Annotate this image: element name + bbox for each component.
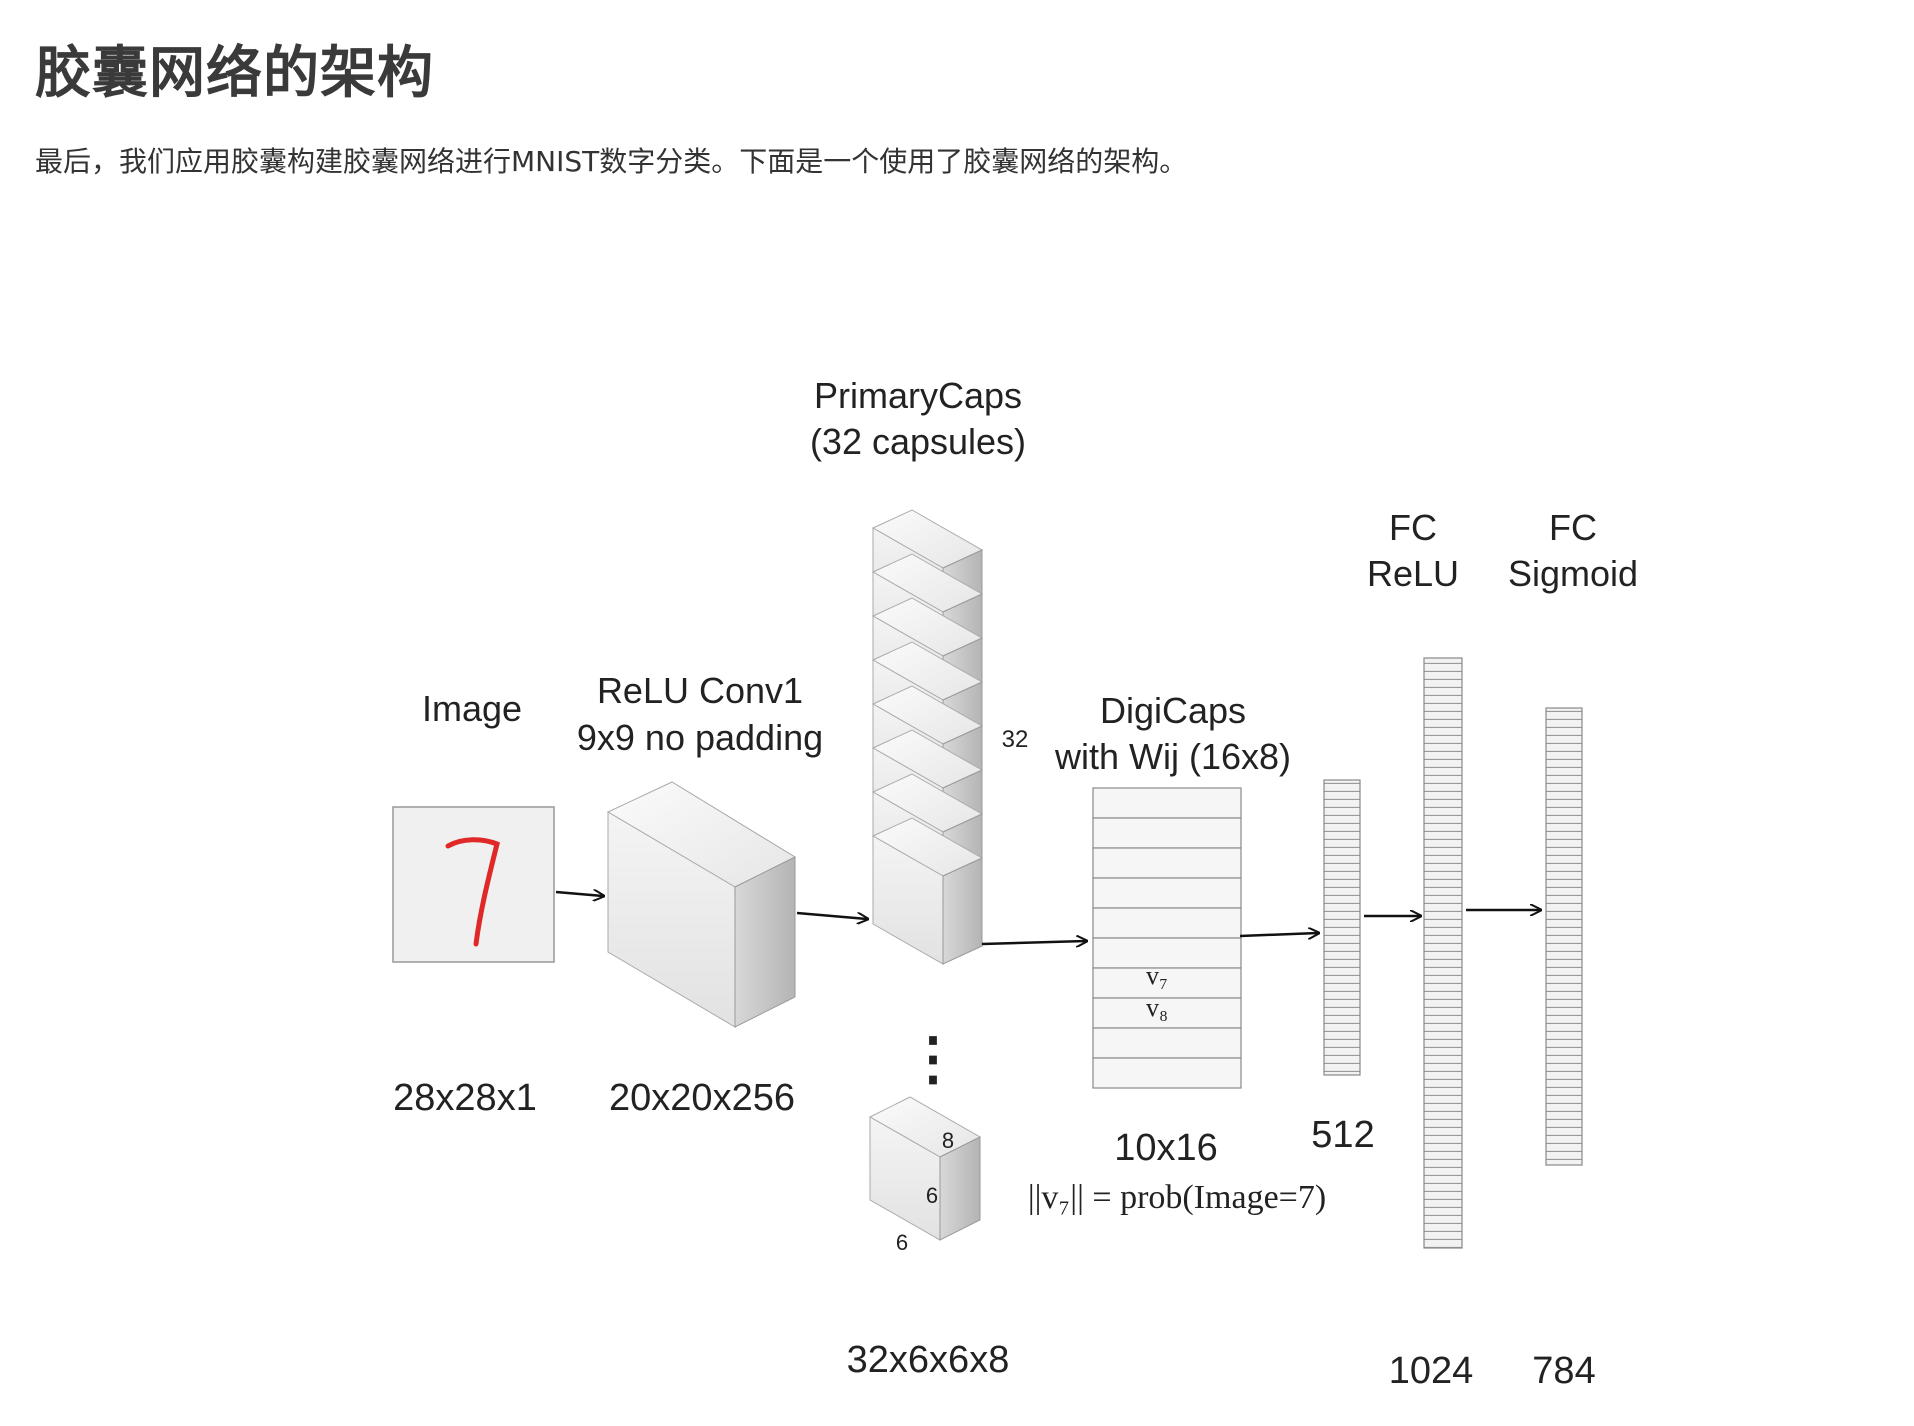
digicaps-dim: 10x16	[1114, 1127, 1218, 1169]
primarycaps-count: 32	[1002, 726, 1029, 753]
capsule-width-label: 6	[896, 1230, 908, 1255]
digicaps-label-line1: DigiCaps	[1100, 690, 1246, 731]
fc-sigmoid-label-line1: FC	[1549, 507, 1597, 548]
digicaps-label-line2: with Wij (16x8)	[1054, 736, 1291, 777]
fc-sigmoid-layer	[1545, 707, 1583, 1166]
ellipsis-dots: ⋮	[904, 1026, 962, 1091]
prob-formula: ||v₇|| = prob(Image=7)	[1028, 1179, 1326, 1216]
arrow-image-to-conv	[555, 892, 603, 896]
fc-relu-dim: 1024	[1389, 1350, 1474, 1392]
digicaps-row	[1092, 907, 1242, 939]
conv-label-line1: ReLU Conv1	[597, 670, 803, 711]
primarycaps-dim: 32x6x6x8	[847, 1339, 1010, 1381]
image-dim: 28x28x1	[393, 1077, 537, 1119]
primarycaps-capsule-stack	[871, 509, 984, 965]
digicaps-row	[1092, 817, 1242, 849]
digicaps-row	[1092, 967, 1242, 999]
single-capsule-cube	[868, 1096, 982, 1241]
digicaps-row	[1092, 997, 1242, 1029]
digicaps-row	[1092, 847, 1242, 879]
input-image-box	[392, 806, 555, 963]
digicaps-row	[1092, 1027, 1242, 1059]
fc-sigmoid-label-line2: Sigmoid	[1508, 553, 1638, 594]
digicaps-row	[1092, 877, 1242, 909]
digicaps-table	[1092, 787, 1242, 1089]
fc-relu-label-line1: FC	[1389, 507, 1437, 548]
fc-sigmoid-dim: 784	[1532, 1350, 1595, 1392]
primarycaps-label-line1: PrimaryCaps	[814, 375, 1022, 416]
conv-label-line2: 9x9 no padding	[577, 717, 823, 758]
v7-label: v₇	[1146, 961, 1168, 990]
arrow-primarycaps-to-digicaps	[981, 941, 1086, 944]
primarycaps-label-line2: (32 capsules)	[810, 421, 1026, 462]
fc-relu-label-line2: ReLU	[1367, 553, 1459, 594]
fc512-dim: 512	[1311, 1114, 1374, 1156]
capsule-height-label: 6	[926, 1183, 938, 1208]
v8-label: v₈	[1146, 993, 1168, 1022]
fc-relu-layer	[1423, 657, 1463, 1249]
digicaps-row	[1092, 937, 1242, 969]
capsule-depth-label: 8	[942, 1128, 954, 1153]
digicaps-row	[1092, 1057, 1242, 1089]
arrow-conv-to-primarycaps	[796, 911, 867, 919]
primarycaps-capsule	[871, 817, 984, 965]
digicaps-row	[1092, 787, 1242, 819]
conv1-volume	[606, 781, 797, 1028]
fc512-layer	[1323, 779, 1361, 1076]
conv-dim: 20x20x256	[609, 1077, 795, 1119]
digit-seven-stroke	[445, 837, 500, 947]
intro-paragraph: 最后，我们应用胶囊构建胶囊网络进行MNIST数字分类。下面是一个使用了胶囊网络的…	[35, 145, 1188, 178]
image-label: Image	[422, 688, 522, 729]
arrow-digicaps-to-fc512	[1239, 933, 1318, 936]
page-title: 胶囊网络的架构	[35, 41, 434, 106]
